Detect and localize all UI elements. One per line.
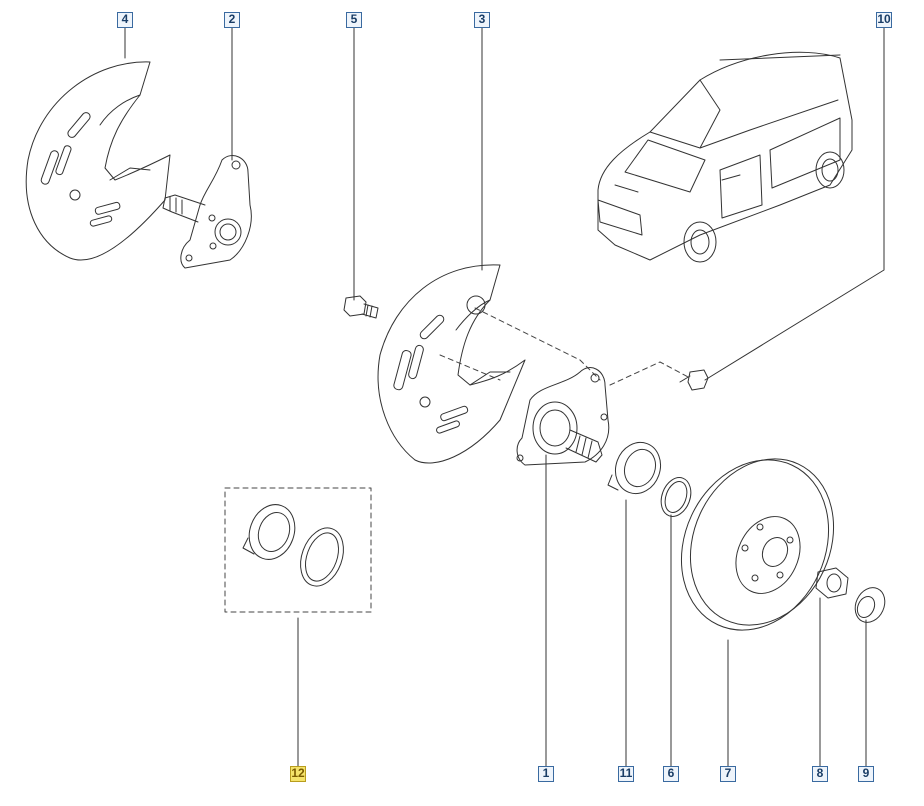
callout-9[interactable]: 9	[858, 766, 874, 782]
part-12-kit-drawing	[242, 504, 344, 587]
callout-4[interactable]: 4	[117, 12, 133, 28]
callout-3[interactable]: 3	[474, 12, 490, 28]
callout-6[interactable]: 6	[663, 766, 679, 782]
callout-11[interactable]: 11	[618, 766, 634, 782]
part-9-cap-drawing	[854, 587, 886, 623]
callout-8[interactable]: 8	[812, 766, 828, 782]
leader-lines	[124, 27, 885, 767]
callout-5[interactable]: 5	[346, 12, 362, 28]
part-1-hub-carrier-drawing	[516, 367, 610, 466]
part-10-screw-drawing	[679, 369, 709, 391]
assembly-dashed-lines	[224, 307, 691, 613]
callout-7[interactable]: 7	[720, 766, 736, 782]
part-2-stub-axle-drawing	[162, 155, 252, 269]
part-4-backing-plate-drawing	[25, 61, 171, 261]
callout-10[interactable]: 10	[876, 12, 892, 28]
part-5-bolt-drawing	[343, 295, 379, 319]
part-3-backing-plate-drawing	[377, 264, 526, 464]
callout-1[interactable]: 1	[538, 766, 554, 782]
vehicle-illustration	[597, 51, 853, 263]
part-7-brake-disc-drawing	[680, 458, 835, 631]
callout-2[interactable]: 2	[224, 12, 240, 28]
part-6-circlip-drawing	[660, 477, 692, 517]
part-11-sensor-ring-drawing	[607, 441, 662, 495]
callout-12[interactable]: 12	[290, 766, 306, 782]
part-8-hub-nut-drawing	[815, 567, 849, 599]
